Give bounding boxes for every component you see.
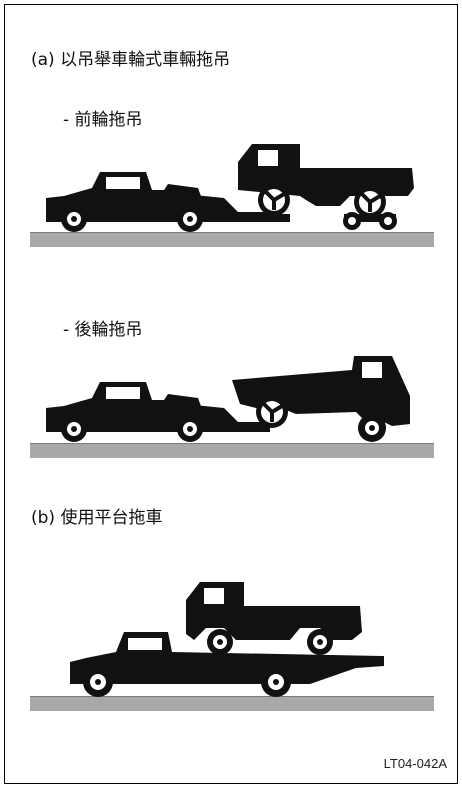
carried-truck-body — [186, 582, 362, 640]
section-a-title: (a) 以吊舉車輪式車輛拖吊 — [31, 50, 231, 70]
rear-tow-scene — [46, 356, 410, 442]
front-tow-label: - 前輪拖吊 — [63, 110, 143, 130]
figure-code: LT04-042A — [383, 756, 447, 771]
tow-boom — [164, 402, 270, 432]
flatbed-scene — [70, 582, 384, 697]
tow-truck-window — [106, 387, 140, 399]
flatbed-truck-window — [128, 638, 162, 650]
ground-strip-flatbed — [30, 696, 434, 711]
front-tow-scene — [46, 144, 414, 232]
rear-tow-label: - 後輪拖吊 — [63, 320, 143, 340]
tow-truck-window — [106, 177, 140, 189]
tow-lift-bar — [226, 214, 290, 222]
tow-truck-body — [46, 382, 220, 432]
carried-truck-window — [204, 588, 224, 604]
ground-strip-rear-tow — [30, 443, 434, 458]
towed-truck-window — [258, 150, 278, 166]
ground-strip-front-tow — [30, 232, 434, 247]
tow-truck-body — [46, 172, 220, 222]
section-b-title: (b) 使用平台拖車 — [31, 508, 163, 528]
towed-truck-window — [362, 362, 382, 378]
